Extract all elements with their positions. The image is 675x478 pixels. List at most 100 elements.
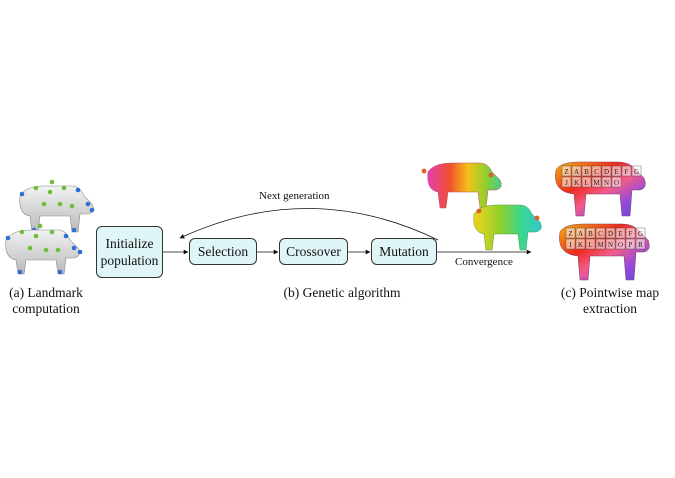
landmark-dot [75,187,81,193]
texture-cell [605,238,616,250]
landmark-dot [77,249,83,255]
texture-letter: B [584,168,589,176]
convergence-label: Convergence [455,256,513,268]
landmark-dot [49,229,55,235]
texture-letter: O [618,241,623,249]
landmark-dot [49,179,55,185]
texture-cell [585,227,596,239]
texture-letter: E [614,168,618,176]
texture-cell [621,165,632,177]
texture-letter: O [614,179,619,187]
texture-letter: R [638,241,643,249]
texture-cell [601,165,612,177]
landmark-dot [41,201,47,207]
landmark-dot [63,233,69,239]
arrow-next-generation [179,208,439,241]
caption-a-line1: (a) Landmark [9,285,83,300]
texture-letter: P [629,241,633,249]
texture-letter: D [604,168,609,176]
texture-cell [571,165,582,177]
landmark-dot [43,247,49,253]
texture-letter: M [593,179,600,187]
rainbow-pig-top [421,162,502,209]
texture-cell [561,176,572,188]
texture-letter: L [588,241,592,249]
texture-letter: C [594,168,599,176]
texture-letter: F [629,230,633,238]
landmark-dot [47,189,53,195]
texture-cell [635,238,646,250]
caption-c-line1: (c) Pointwise map [560,285,660,300]
landmark-dot [19,229,25,235]
landmark-pig-bottom [5,223,83,275]
texture-letter: G [638,230,643,238]
landmark-dot [71,227,77,233]
texture-cell [581,165,592,177]
texture-letter: K [578,241,583,249]
landmark-dot [89,207,95,213]
caption-a-line2: computation [12,301,80,316]
landmark-dot [55,247,61,253]
texture-cell [575,227,586,239]
texture-cell [605,227,616,239]
texture-letter: D [608,230,613,238]
landmark-dot [33,185,39,191]
caption-genetic: (b) Genetic algorithm [283,285,401,300]
texture-letter: I [569,241,572,249]
texture-letter: J [565,179,568,187]
landmark-dot [27,245,33,251]
landmark-dot [71,245,77,251]
texture-cell [631,165,642,177]
texture-cell [625,238,636,250]
texture-letter: G [634,168,639,176]
landmark-dot [57,269,63,275]
texture-cell [561,165,572,177]
texture-cell [611,165,622,177]
landmark-dot [57,201,63,207]
texture-cell [575,238,586,250]
texture-letter: E [618,230,622,238]
texture-letter: L [584,179,588,187]
texture-letter: N [604,179,609,187]
texture-cell [581,176,592,188]
init-label-line2: population [100,253,159,268]
selection-box: Selection [189,238,257,265]
texture-cell [591,165,602,177]
init-label-line1: Initialize [105,236,154,251]
texture-cell [635,227,646,239]
landmark-pig-top [19,179,95,233]
texture-letter: A [578,230,583,238]
landmark-dot [5,235,11,241]
texture-letter: N [608,241,613,249]
texture-cell [591,176,602,188]
landmark-dot [61,185,67,191]
texture-cell [601,176,612,188]
texture-cell [625,227,636,239]
texture-cell [615,238,626,250]
texture-cell [565,227,576,239]
caption-landmark: (a) Landmark computation [2,285,90,317]
texture-cell [615,227,626,239]
next-generation-label: Next generation [259,190,330,202]
mutation-box: Mutation [371,238,437,265]
texture-cell [565,238,576,250]
texture-cell [595,238,606,250]
texture-letter: C [598,230,603,238]
texture-letter: A [574,168,579,176]
landmark-dot [19,191,25,197]
crossover-box: Crossover [279,238,348,265]
texture-cell [611,176,622,188]
texture-letter: F [625,168,629,176]
texture-cell [571,176,582,188]
landmark-dot [69,203,75,209]
landmark-dot [85,201,91,207]
texture-letter: Z [564,168,568,176]
initialize-population-box: Initialize population [96,226,163,278]
landmark-dot [33,233,39,239]
texture-letter: B [588,230,593,238]
caption-c-line2: extraction [583,301,637,316]
